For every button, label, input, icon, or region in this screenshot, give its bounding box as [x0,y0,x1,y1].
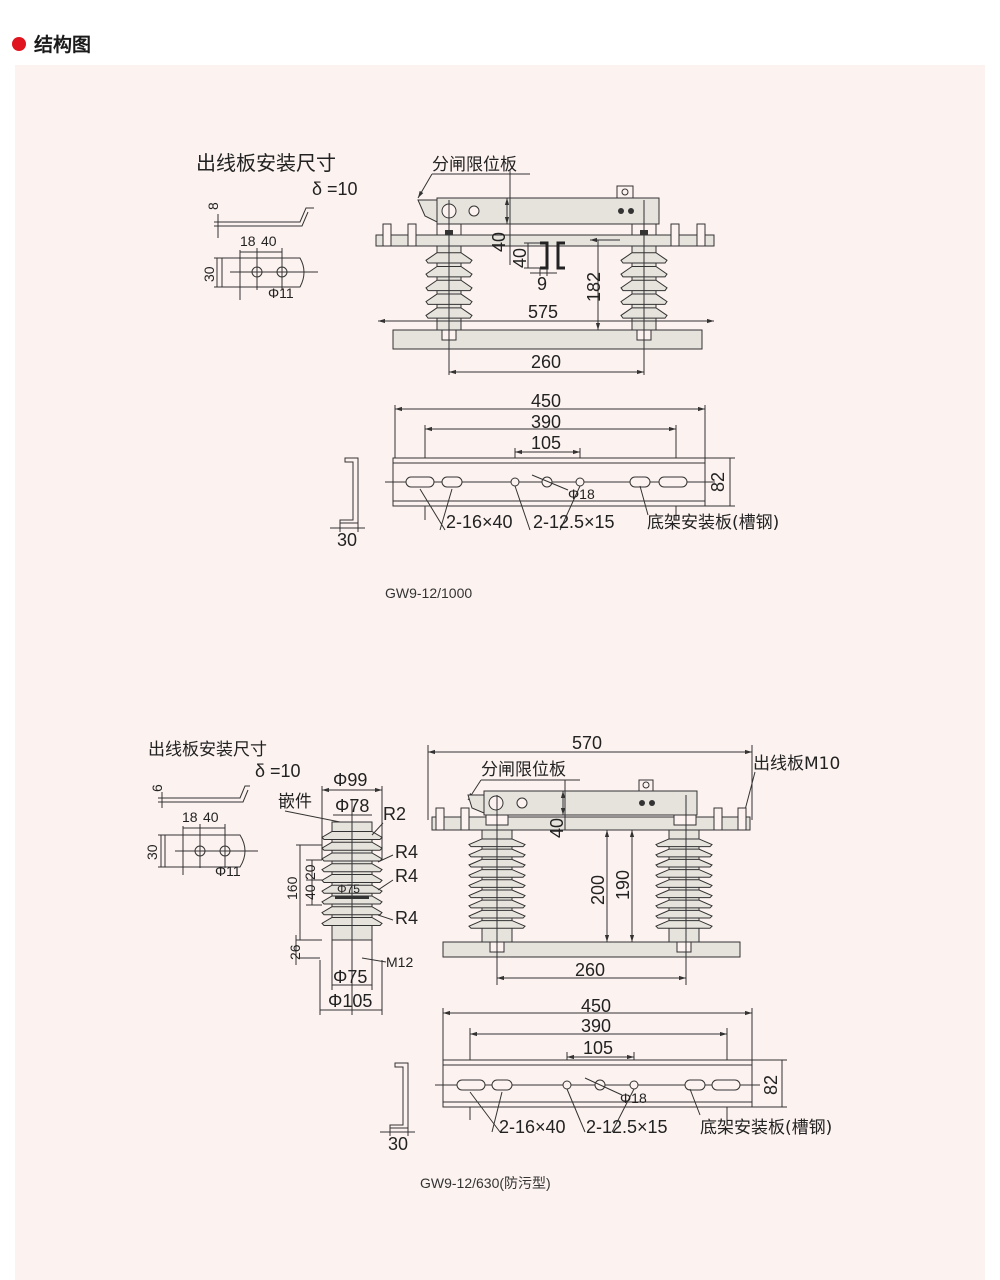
slot1-label: 2-16×40 [499,1117,566,1137]
dim-h: 6 [149,784,165,792]
bullet-icon [12,36,26,51]
ins-d75: Φ75 [333,967,367,987]
dim-40: 40 [203,809,219,825]
ins-d78: Φ78 [335,796,369,816]
base-450: 450 [531,391,561,411]
ins-r4b: R4 [395,866,418,886]
base-hole: Φ18 [620,1090,647,1106]
hole-label: Φ11 [215,863,241,879]
ins-d75-small: Φ75 [337,882,360,896]
dim-18: 18 [182,809,198,825]
section-header: 结构图 [12,30,91,57]
dim-ch-40: 40 [510,248,530,268]
dim-570: 570 [572,733,602,753]
ins-d105: Φ105 [328,991,372,1011]
diagram-gw9-1000: 出线板安装尺寸 δ =10 8 18 40 30 Φ11 分闸限位板 575 2… [196,151,779,601]
hole-label: Φ11 [268,285,294,301]
ins-r4c: R4 [395,908,418,928]
insulator-shed [655,858,713,868]
dim-40: 40 [261,233,277,249]
slot1-label: 2-16×40 [446,512,513,532]
dim-575: 575 [528,302,558,322]
outlet-plate-detail-1: 出线板安装尺寸 δ =10 8 18 40 30 Φ11 [196,151,358,301]
base-82: 82 [761,1075,781,1095]
section-title: 结构图 [34,34,92,56]
base-450: 450 [581,996,611,1016]
dim-190: 190 [613,870,633,900]
side-30: 30 [388,1134,408,1154]
base-82: 82 [708,472,728,492]
base-105: 105 [531,433,561,453]
insulator-shed [655,879,713,888]
outlet-plate-title: 出线板安装尺寸 [148,740,267,760]
ins-h26: 26 [287,944,303,960]
insulator-shed [655,889,713,899]
front-view-2: 570 出线板M10 分闸限位板 40 200 190 260 [427,733,840,985]
slot2-label: 2-12.5×15 [533,512,615,532]
model-caption-1: GW9-12/1000 [385,585,472,601]
dim-30: 30 [201,266,217,282]
insulator-right [655,829,713,943]
dim-h: 8 [205,202,221,210]
insulator-left [425,245,473,331]
dim-260: 260 [531,352,561,372]
dim-ch-9: 9 [537,274,547,294]
diagram-gw9-630: 出线板安装尺寸 δ =10 6 18 40 30 Φ11 Φ99 嵌件 Φ78 … [144,733,840,1191]
limit-plate-label: 分闸限位板 [432,155,517,175]
dim-18: 18 [240,233,256,249]
base-plate-label: 底架安装板(槽钢) [700,1118,832,1138]
ins-h160: 160 [284,876,300,900]
slot2-label: 2-12.5×15 [586,1117,668,1137]
insulator-shed [655,869,713,878]
insulator-detail: Φ99 嵌件 Φ78 R2 R4 Φ75 R4 R4 160 20 40 26 … [278,770,418,1015]
base-plate-view-1: 450 390 105 82 Φ18 2-16×40 2-12.5×15 底架安… [330,391,779,550]
limit-plate-label: 分闸限位板 [481,760,566,780]
base-plate-view-2: 450 390 105 82 Φ18 2-16×40 2-12.5×15 底架安… [380,996,832,1154]
insulator-shed [655,909,713,919]
ins-r2: R2 [383,804,406,824]
dim-200: 200 [588,875,608,905]
dim-bar-40: 40 [547,818,567,838]
dim-260: 260 [575,960,605,980]
insulator-shed [655,899,713,909]
base-plate-label: 底架安装板(槽钢) [647,513,779,533]
ins-m12: M12 [386,954,413,970]
base-hole: Φ18 [568,486,595,502]
dim-30: 30 [144,844,160,860]
dim-182: 182 [584,272,604,302]
ins-r4a: R4 [395,842,418,862]
insulator-shed [655,920,713,929]
ins-h20: 20 [302,864,318,880]
ins-d99: Φ99 [333,770,367,790]
base-390: 390 [581,1016,611,1036]
outlet-m10-label: 出线板M10 [753,754,840,774]
base-105: 105 [583,1038,613,1058]
dim-bar-40: 40 [489,232,509,252]
insulator-shed [655,848,713,858]
side-30: 30 [337,530,357,550]
ins-insert: 嵌件 [278,792,312,812]
thickness-label: δ =10 [312,179,358,199]
insulator-shed [655,838,713,848]
outlet-plate-title: 出线板安装尺寸 [196,151,336,175]
front-view-1: 分闸限位板 575 260 182 40 40 9 [375,155,715,375]
base-390: 390 [531,412,561,432]
thickness-label: δ =10 [255,761,301,781]
model-caption-2: GW9-12/630(防污型) [420,1175,551,1191]
bolts-left [382,223,706,247]
outlet-plate-detail-2: 出线板安装尺寸 δ =10 6 18 40 30 Φ11 [144,740,301,879]
ins-h40: 40 [302,884,318,900]
